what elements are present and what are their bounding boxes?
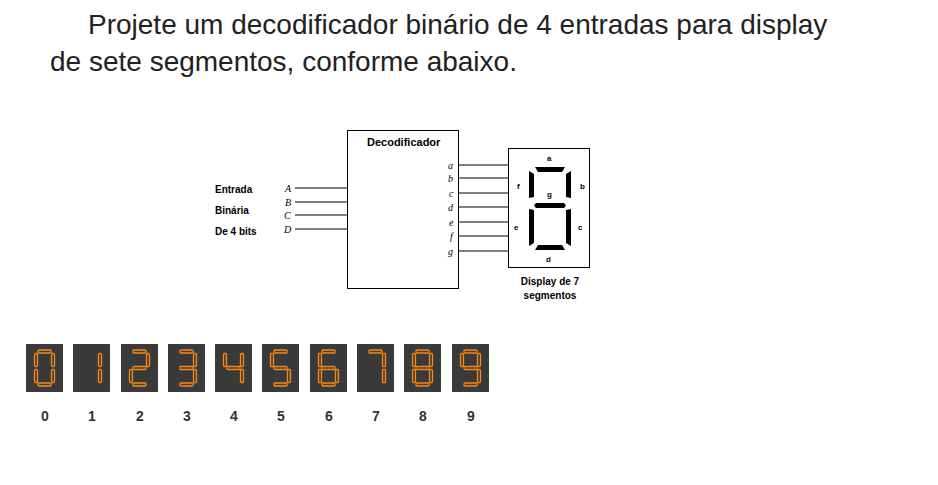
display-box: Display de 7 segmentos: [508, 148, 590, 268]
segment-name: a: [547, 155, 551, 164]
output-wire: [459, 222, 508, 223]
segment: [535, 167, 565, 172]
signal-name: A: [285, 183, 291, 194]
segment-name: c: [578, 224, 582, 233]
heading: Projete um decodificador binário de 4 en…: [50, 6, 850, 80]
input-wire: [295, 215, 347, 216]
segment: [534, 203, 566, 208]
output-wire: [459, 251, 508, 252]
pin-name: c: [449, 188, 453, 199]
segment: [566, 171, 571, 198]
segment-name: b: [580, 183, 585, 192]
digit-tile: [215, 344, 252, 392]
digit-number: 8: [419, 409, 427, 424]
output-wire: [459, 236, 508, 237]
output-wire: [459, 178, 508, 179]
box-title: Decodificador: [367, 136, 440, 148]
pin-name: f: [450, 231, 453, 242]
digit-tile: [262, 344, 299, 392]
digit-number: 5: [277, 409, 285, 424]
segment-name: e: [514, 224, 518, 233]
output-wire: [459, 193, 508, 194]
input-wire: [295, 229, 347, 230]
digit-tiles: [26, 344, 489, 392]
segment-name: f: [517, 183, 520, 192]
digit-tile: [73, 344, 110, 392]
output-wire: [459, 207, 508, 208]
pin-name: e: [449, 217, 453, 228]
segment: [529, 209, 534, 246]
digit-number: 4: [230, 409, 238, 424]
digit-tile: [121, 344, 158, 392]
segment-name: g: [547, 191, 552, 200]
digit-tile: [310, 344, 347, 392]
pin-name: a: [448, 160, 453, 171]
output-wire: [459, 165, 508, 166]
digit-number: 3: [183, 409, 191, 424]
digit-tile: [357, 344, 394, 392]
digit-number: 9: [467, 409, 475, 424]
input-caption: Binária: [215, 205, 249, 216]
display-segments: [529, 167, 571, 250]
digit-number: 1: [88, 409, 96, 424]
digit-tile: [168, 344, 205, 392]
signal-name: B: [285, 197, 291, 208]
digit-tile: [404, 344, 441, 392]
segment: [535, 245, 565, 250]
segment-name: d: [546, 256, 551, 265]
digit-tile: [26, 344, 63, 392]
signal-name: D: [284, 224, 291, 235]
input-wire: [295, 202, 347, 203]
segment: [566, 209, 571, 246]
input-wires: [295, 188, 347, 229]
digit-tile: [452, 344, 489, 392]
digit-number: 6: [325, 409, 333, 424]
signal-name: C: [284, 210, 291, 221]
segment: [529, 171, 534, 198]
digit-number: 0: [41, 409, 49, 424]
digit-number: 2: [136, 409, 144, 424]
input-caption: De 4 bits: [215, 226, 257, 237]
digit-number: 7: [372, 409, 380, 424]
input-wire: [295, 188, 347, 189]
pin-name: d: [448, 202, 453, 213]
pin-name: g: [448, 246, 453, 257]
pin-name: b: [448, 173, 453, 184]
decoder-box: Decodificador: [347, 130, 459, 289]
input-caption: Entrada: [215, 184, 252, 195]
display-caption: Display de 7 segmentos: [504, 275, 596, 303]
